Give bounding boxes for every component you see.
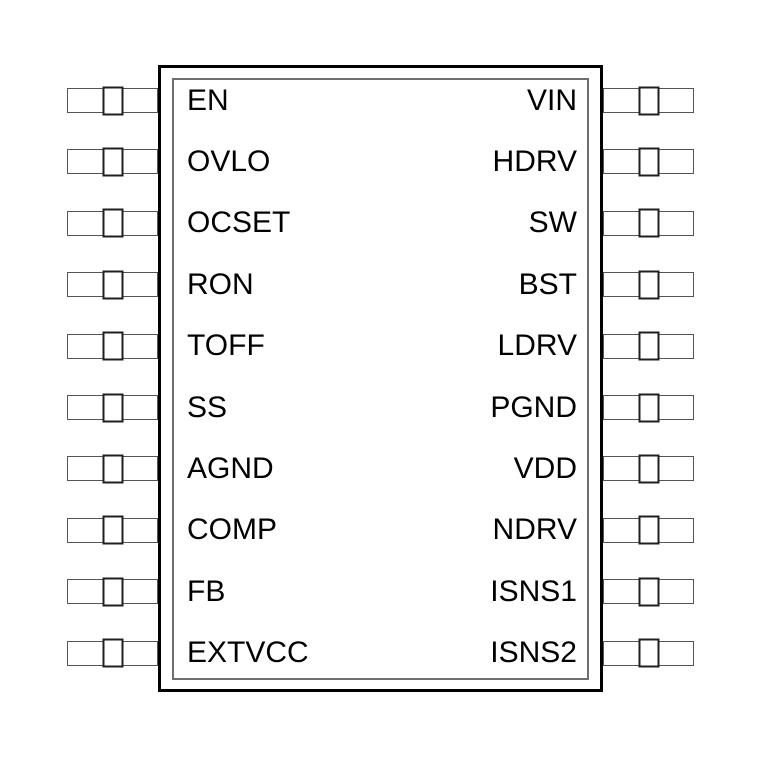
pin-vin [603, 86, 694, 115]
pin-label-pgnd: PGND [490, 390, 577, 424]
pin-vdd [603, 454, 694, 484]
pin-fb [67, 577, 158, 607]
pin-pad-square [102, 454, 123, 484]
pin-ndrv [603, 515, 694, 545]
pin-isns2 [603, 638, 694, 668]
pin-label-comp: COMP [187, 513, 277, 547]
pin-pad-square [102, 393, 123, 422]
pin-label-isns2: ISNS2 [490, 636, 577, 670]
pin-label-ldrv: LDRV [497, 329, 577, 363]
pin-ss [67, 393, 158, 422]
pin-isns1 [603, 577, 694, 607]
pin-label-bst: BST [518, 267, 577, 301]
pin-pad-square [638, 638, 659, 668]
pin-pad-square [102, 638, 123, 668]
pin-ldrv [603, 331, 694, 361]
pin-label-sw: SW [528, 206, 577, 240]
pin-pad-square [638, 86, 659, 115]
pin-label-en: EN [187, 83, 229, 117]
pin-sw [603, 208, 694, 238]
pin-label-fb: FB [187, 574, 226, 608]
pin-hdrv [603, 147, 694, 177]
pin-pad-square [102, 270, 123, 300]
pin-extvcc [67, 638, 158, 668]
pin-toff [67, 331, 158, 361]
pin-pad-square [638, 331, 659, 361]
pin-pad-square [638, 147, 659, 177]
pin-pad-square [102, 331, 123, 361]
pin-pad-square [638, 270, 659, 300]
pin-ovlo [67, 147, 158, 177]
pin-label-ovlo: OVLO [187, 144, 271, 178]
pin-label-hdrv: HDRV [492, 144, 577, 178]
pin-en [67, 86, 158, 115]
pin-label-agnd: AGND [187, 451, 274, 485]
pin-label-isns1: ISNS1 [490, 574, 577, 608]
pin-label-ocset: OCSET [187, 206, 291, 240]
pin-pgnd [603, 393, 694, 422]
pin-label-ndrv: NDRV [492, 513, 577, 547]
ic-chip-inner-outline [172, 78, 589, 680]
pin-pad-square [102, 147, 123, 177]
pin-agnd [67, 454, 158, 484]
pin-label-extvcc: EXTVCC [187, 636, 309, 670]
pin-pad-square [638, 577, 659, 607]
ic-chip-body [158, 65, 603, 692]
pin-ocset [67, 208, 158, 238]
pin-label-ron: RON [187, 267, 254, 301]
pin-pad-square [638, 208, 659, 238]
pin-comp [67, 515, 158, 545]
pin-ron [67, 270, 158, 300]
pin-pad-square [638, 454, 659, 484]
pin-label-ss: SS [187, 390, 228, 424]
pin-bst [603, 270, 694, 300]
pin-label-vdd: VDD [513, 451, 577, 485]
pin-pad-square [638, 393, 659, 422]
pin-pad-square [102, 208, 123, 238]
pin-pad-square [102, 577, 123, 607]
pin-label-vin: VIN [526, 83, 577, 117]
pin-label-toff: TOFF [187, 329, 265, 363]
pin-pad-square [102, 86, 123, 115]
pin-pad-square [102, 515, 123, 545]
pin-pad-square [638, 515, 659, 545]
